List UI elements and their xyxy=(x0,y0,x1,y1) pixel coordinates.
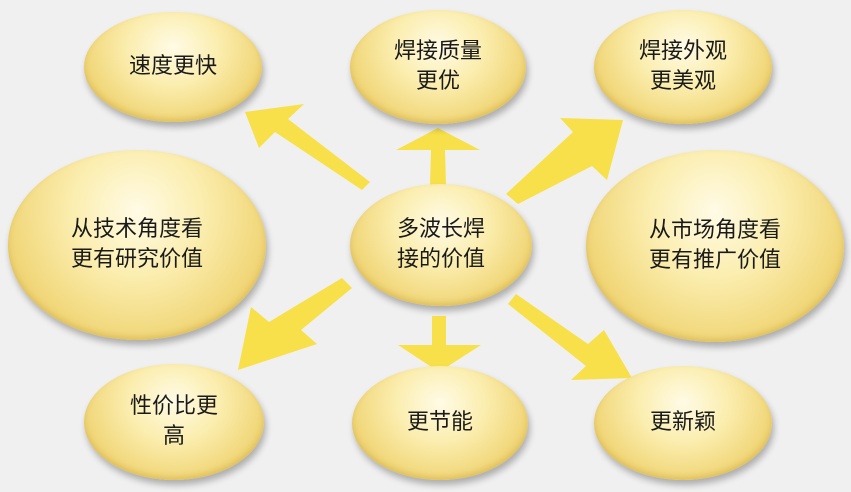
node-label: 焊接外观 更美观 xyxy=(638,39,727,94)
arrow-to-cost-performance-icon xyxy=(238,278,352,370)
node-better-appearance: 焊接外观 更美观 xyxy=(594,10,772,124)
node-newer: 更新颖 xyxy=(594,366,772,480)
arrow-to-energy-saving-icon xyxy=(398,316,481,372)
arrow-to-better-appearance-icon xyxy=(506,118,623,204)
node-label: 更新颖 xyxy=(649,410,716,435)
node-label: 焊接质量 更优 xyxy=(393,39,482,94)
node-energy-saving: 更节能 xyxy=(352,366,528,480)
node-label: 从市场角度看 更有推广价值 xyxy=(648,218,781,273)
arrow-to-better-quality-icon xyxy=(396,128,480,185)
node-market-value: 从市场角度看 更有推广价值 xyxy=(586,150,844,342)
node-label: 从技术角度看 更有研究价值 xyxy=(70,217,203,272)
arrow-to-newer-icon xyxy=(508,294,632,380)
node-faster: 速度更快 xyxy=(84,12,262,122)
node-label: 速度更快 xyxy=(128,54,217,79)
arrow-to-faster-icon xyxy=(245,104,370,190)
node-center: 多波长焊 接的价值 xyxy=(350,184,532,306)
node-label: 性价比更 高 xyxy=(129,394,218,449)
node-better-quality: 焊接质量 更优 xyxy=(350,10,526,124)
node-label: 更节能 xyxy=(406,410,473,435)
node-cost-performance: 性价比更 高 xyxy=(84,364,264,480)
center-label: 多波长焊 接的价值 xyxy=(396,217,485,272)
node-tech-value: 从技术角度看 更有研究价值 xyxy=(8,150,266,340)
